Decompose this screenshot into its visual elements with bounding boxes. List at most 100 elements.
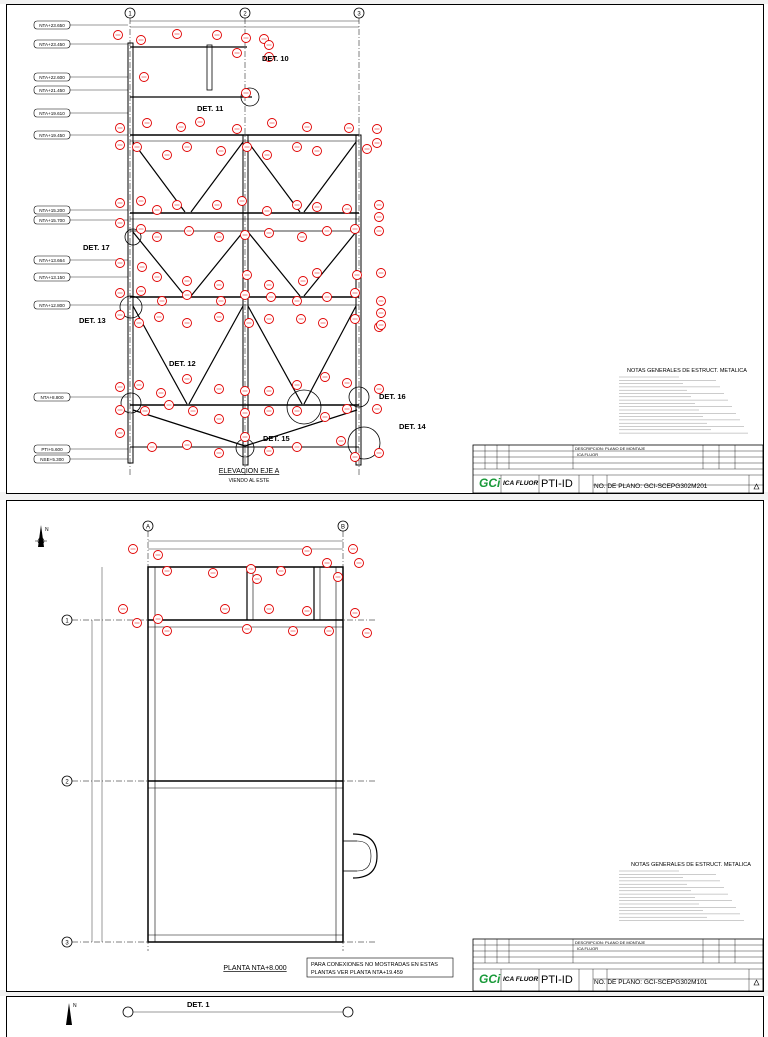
revision-bubble bbox=[195, 117, 205, 127]
revision-bubble bbox=[240, 408, 250, 418]
warning-triangle-icon bbox=[753, 979, 760, 986]
svg-text:1: 1 bbox=[65, 619, 69, 625]
revision-bubble bbox=[113, 30, 123, 40]
revision-bubble bbox=[318, 318, 328, 328]
revision-bubble bbox=[374, 200, 384, 210]
detail-label-15: DET. 15 bbox=[263, 434, 290, 443]
connections-note: PARA CONEXIONES NO MOSTRADAS EN ESTAS PL… bbox=[306, 957, 454, 978]
elevation-drawing: 1 2 3 NTA+23.650NTA+23.450NTA+22.600NTA+… bbox=[33, 7, 764, 494]
svg-text:B: B bbox=[341, 525, 345, 531]
revision-bubble bbox=[154, 312, 164, 322]
svg-text:NTA+15.700: NTA+15.700 bbox=[39, 218, 65, 223]
revision-bubble bbox=[264, 446, 274, 456]
svg-text:NTA+15.200: NTA+15.200 bbox=[39, 208, 65, 213]
revision-bubble bbox=[267, 118, 277, 128]
revision-bubble bbox=[342, 204, 352, 214]
logo-ica-fluor: ICA FLUOR bbox=[503, 976, 538, 983]
revision-bubble bbox=[264, 228, 274, 238]
revision-bubble bbox=[264, 406, 274, 416]
revision-bubble bbox=[162, 150, 172, 160]
revision-bubble bbox=[182, 290, 192, 300]
detail-label-11: DET. 11 bbox=[197, 104, 223, 113]
svg-text:PLANTAS VER PLANTA NTA+19.459: PLANTAS VER PLANTA NTA+19.459 bbox=[311, 970, 403, 976]
svg-text:3: 3 bbox=[65, 941, 69, 947]
level-label: NTA+19.610 bbox=[33, 108, 128, 118]
revision-bubble bbox=[362, 144, 372, 154]
level-label: NTA+23.650 bbox=[33, 20, 128, 30]
revision-bubble bbox=[292, 142, 302, 152]
revision-bubble bbox=[142, 118, 152, 128]
axis-a-bubble bbox=[122, 1006, 134, 1018]
revision-bubble bbox=[241, 88, 251, 98]
revision-bubble bbox=[208, 568, 218, 578]
revision-bubble bbox=[152, 205, 162, 215]
revision-bubble bbox=[184, 226, 194, 236]
revision-bubble bbox=[115, 310, 125, 320]
revision-bubble bbox=[292, 296, 302, 306]
detail-label-17: DET. 17 bbox=[83, 243, 110, 252]
revision-bubble bbox=[182, 276, 192, 286]
level-labels: NTA+23.650NTA+23.450NTA+22.600NTA+21.450… bbox=[33, 20, 128, 464]
client: ICA FLUOR bbox=[577, 946, 598, 951]
partial-drawing: N DET. 1 bbox=[66, 1000, 354, 1025]
revision-bubble bbox=[237, 196, 247, 206]
drawing-title: DESCRIPCION: PLANO DE MONTAJE bbox=[575, 940, 645, 945]
level-label: NTA+22.600 bbox=[33, 72, 128, 82]
revision-bubble bbox=[374, 226, 384, 236]
revision-bubble bbox=[374, 448, 384, 458]
revision-bubble bbox=[320, 372, 330, 382]
revision-bubble bbox=[115, 382, 125, 392]
revision-bubble bbox=[137, 262, 147, 272]
revision-bubble bbox=[333, 572, 343, 582]
revision-bubble bbox=[136, 196, 146, 206]
revision-bubble bbox=[140, 406, 150, 416]
svg-text:NTA+19.610: NTA+19.610 bbox=[39, 111, 65, 116]
revision-bubble bbox=[252, 574, 262, 584]
revision-bubble bbox=[212, 30, 222, 40]
revision-bubble bbox=[264, 40, 274, 50]
revision-bubble bbox=[348, 544, 358, 554]
page-gap-top bbox=[0, 0, 768, 4]
revision-bubble bbox=[264, 386, 274, 396]
north-arrow-icon: N bbox=[35, 525, 49, 547]
svg-text:2: 2 bbox=[243, 12, 247, 18]
svg-text:NSE+5.300: NSE+5.300 bbox=[40, 457, 64, 462]
revision-bubble bbox=[292, 406, 302, 416]
axis-3-bubble: 3 bbox=[353, 7, 365, 19]
logo-gci: GCi bbox=[479, 972, 501, 986]
revision-bubble bbox=[376, 308, 386, 318]
revision-bubble bbox=[262, 150, 272, 160]
revision-bubble bbox=[152, 272, 162, 282]
revision-bubble bbox=[164, 400, 174, 410]
revision-bubble bbox=[264, 280, 274, 290]
level-label: NSE+5.300 bbox=[33, 454, 128, 464]
revision-bubble bbox=[182, 440, 192, 450]
detail-label-14: DET. 14 bbox=[399, 422, 427, 431]
revision-bubble bbox=[312, 146, 322, 156]
revision-bubble bbox=[115, 428, 125, 438]
svg-text:NTA+13.150: NTA+13.150 bbox=[39, 275, 65, 280]
svg-text:NTA+22.600: NTA+22.600 bbox=[39, 75, 65, 80]
client: ICA FLUOR bbox=[577, 452, 598, 457]
revision-bubble bbox=[320, 412, 330, 422]
top-dimensions bbox=[130, 20, 359, 28]
revision-bubble bbox=[157, 296, 167, 306]
level-label: NTA+21.450 bbox=[33, 85, 128, 95]
revision-bubble bbox=[152, 232, 162, 242]
revision-bubble bbox=[128, 544, 138, 554]
revision-bubble bbox=[374, 384, 384, 394]
detail-label-10: DET. 10 bbox=[262, 54, 289, 63]
revision-bubbles bbox=[113, 29, 386, 462]
revision-bubble bbox=[220, 604, 230, 614]
revision-bubble bbox=[350, 452, 360, 462]
detail-labels: DET. 10 DET. 11 DET. 17 DET. 13 DET. 12 … bbox=[79, 54, 427, 443]
revision-bubble bbox=[288, 626, 298, 636]
revision-bubble bbox=[264, 604, 274, 614]
revision-bubble bbox=[322, 558, 332, 568]
revision-bubble bbox=[292, 200, 302, 210]
revision-bubble bbox=[312, 202, 322, 212]
svg-text:NTA+12.800: NTA+12.800 bbox=[39, 303, 65, 308]
revision-bubble bbox=[342, 404, 352, 414]
revision-bubble bbox=[298, 276, 308, 286]
revision-bubble bbox=[240, 230, 250, 240]
